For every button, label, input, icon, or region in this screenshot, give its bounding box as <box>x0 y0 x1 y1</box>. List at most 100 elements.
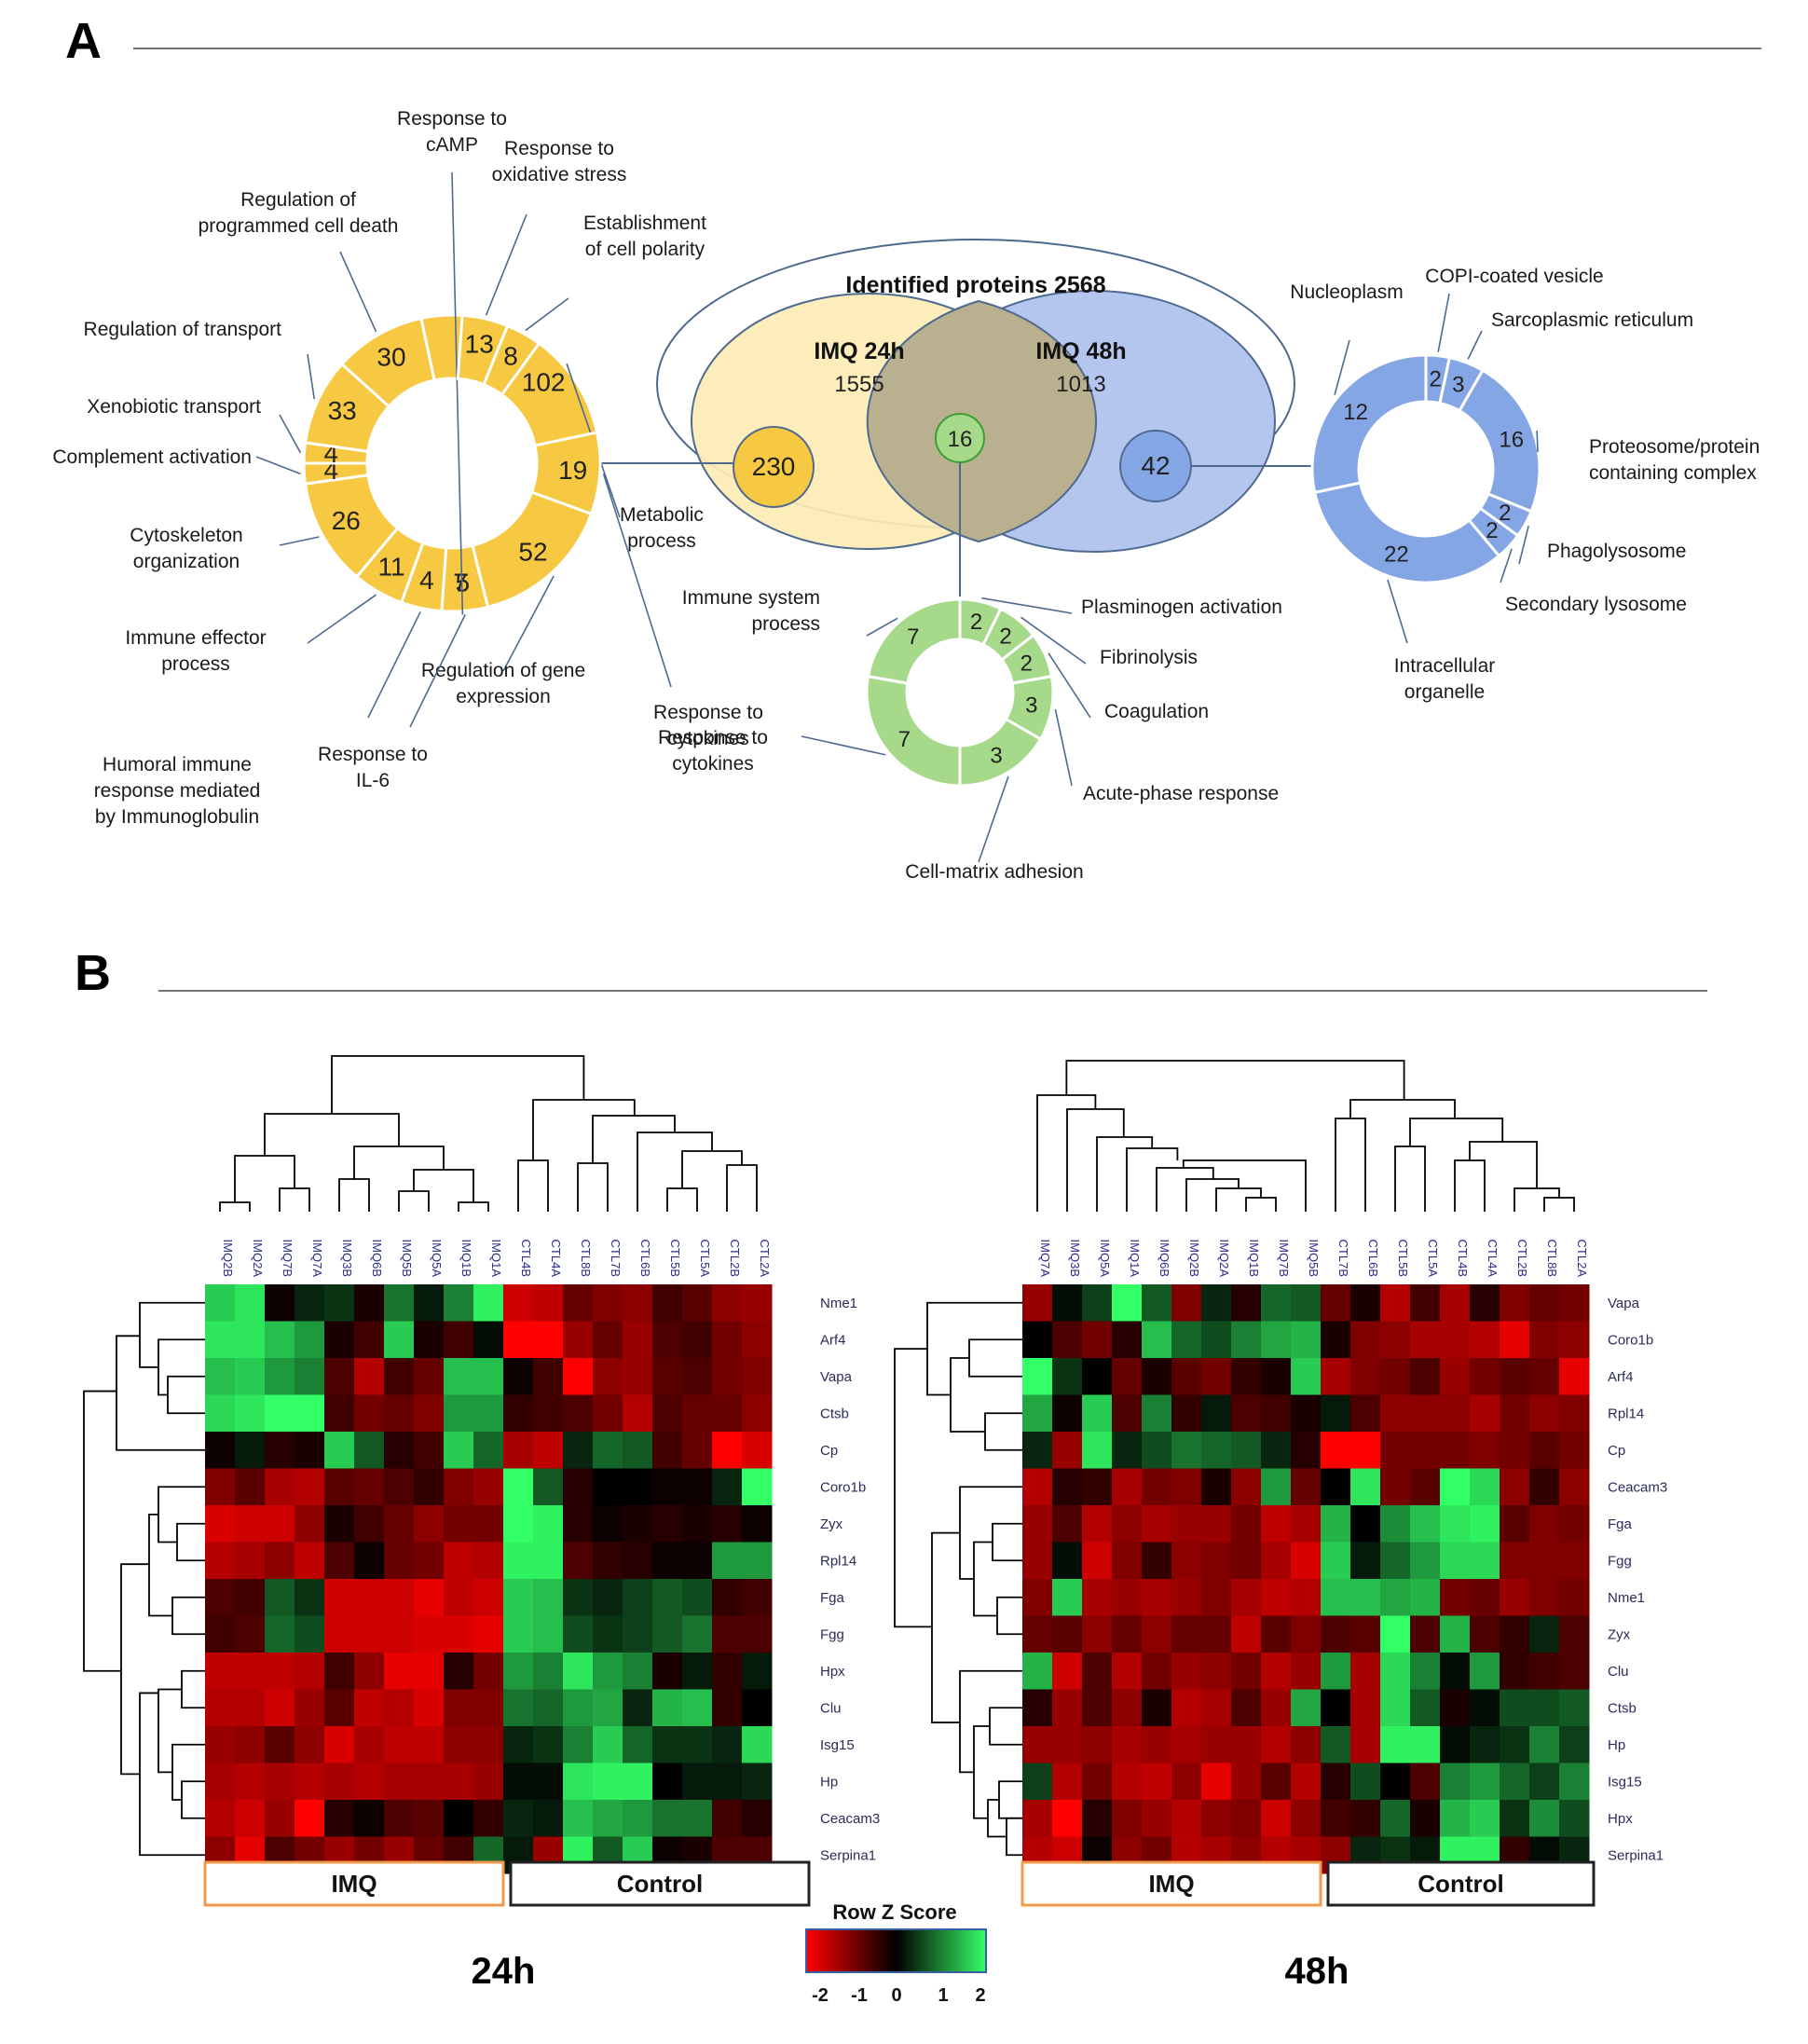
heatmap-cell <box>205 1505 236 1543</box>
heatmap-cell <box>354 1284 385 1322</box>
heatmap-cell <box>1231 1394 1262 1433</box>
heatmap-cell <box>384 1505 415 1543</box>
heatmap-cell <box>682 1432 713 1469</box>
heatmap-cell <box>1261 1579 1292 1616</box>
heatmap-cell <box>682 1505 713 1543</box>
yellow_ring-segment-value: 13 <box>465 329 494 358</box>
heatmap-column-label: CTL5B <box>1396 1240 1410 1277</box>
group-label-imq: IMQ <box>331 1870 377 1898</box>
heatmap-cell <box>1231 1358 1262 1395</box>
heatmap-column-label: IMQ1A <box>1128 1240 1142 1278</box>
heatmap-cell <box>1261 1542 1292 1580</box>
heatmap-column-label: CTL4A <box>1486 1240 1500 1278</box>
heatmap-row-label: Vapa <box>820 1369 853 1385</box>
heatmap-cell <box>1410 1358 1441 1395</box>
venn-diagram: Identified proteins 2568 IMQ 24h 1555 IM… <box>656 239 1295 553</box>
column-dendrogram-branch <box>1349 1099 1456 1118</box>
heatmap-cell <box>1380 1726 1411 1763</box>
heatmap-cell <box>1529 1394 1560 1433</box>
heatmap-cell <box>1500 1394 1530 1433</box>
heatmap-row-label: Nme1 <box>1608 1590 1645 1606</box>
heatmap-cell <box>1350 1542 1381 1580</box>
heatmap-cell <box>1470 1653 1500 1690</box>
heatmap-cell <box>623 1394 653 1433</box>
heatmap-cell <box>623 1615 653 1653</box>
heatmap-cell <box>742 1505 773 1543</box>
heatmap-cell <box>444 1763 474 1801</box>
heatmap-cell <box>593 1542 623 1580</box>
heatmap-cell <box>1261 1689 1292 1727</box>
heatmap-cell <box>444 1615 474 1653</box>
heatmap-cell <box>354 1763 385 1801</box>
column-dendrogram-branch <box>1066 1108 1125 1212</box>
heatmap-cell <box>652 1468 683 1506</box>
heatmap-column-label: CTL8B <box>1545 1240 1559 1277</box>
heatmap-cell <box>1470 1284 1500 1322</box>
heatmap-cell <box>503 1432 534 1469</box>
heatmap-cell <box>1231 1800 1262 1837</box>
heatmap-cell <box>1380 1284 1411 1322</box>
heatmap-cell <box>1500 1468 1530 1506</box>
heatmap-cell <box>265 1689 295 1727</box>
heatmap-cell <box>324 1763 355 1801</box>
heatmap-row-label: Serpina1 <box>820 1847 876 1863</box>
heatmap-cell <box>1410 1284 1441 1322</box>
heatmap-cell <box>1559 1615 1590 1653</box>
heatmap-cell <box>1500 1432 1530 1469</box>
heatmap-cell <box>1231 1763 1262 1801</box>
heatmap-cell <box>1440 1394 1471 1433</box>
heatmap-cell <box>1529 1615 1560 1653</box>
heatmap-cell <box>652 1284 683 1322</box>
heatmap-cell <box>1321 1505 1351 1543</box>
heatmap-cell <box>1112 1432 1143 1469</box>
heatmap-cell <box>593 1505 623 1543</box>
heatmap-cell <box>205 1726 236 1763</box>
heatmap-cell <box>593 1689 623 1727</box>
heatmap-cell <box>533 1432 564 1469</box>
heatmap-cell <box>444 1542 474 1580</box>
heatmap-cell <box>1470 1394 1500 1433</box>
heatmap-cell <box>1321 1653 1351 1690</box>
heatmap-cell <box>1261 1726 1292 1763</box>
column-dendrogram-branch <box>458 1201 489 1212</box>
heatmap-cell <box>265 1468 295 1506</box>
heatmap-cell <box>1529 1468 1560 1506</box>
heatmap-cell <box>1112 1726 1143 1763</box>
heatmap-cell <box>1082 1432 1113 1469</box>
heatmap-cell <box>1410 1505 1441 1543</box>
heatmap-cell <box>205 1615 236 1653</box>
heatmap-row-label: Rpl14 <box>820 1553 856 1569</box>
heatmap-cell <box>533 1284 564 1322</box>
row-dendrogram-branch <box>992 1522 1022 1562</box>
heatmap-cell <box>1082 1800 1113 1837</box>
heatmap-cell <box>205 1358 236 1395</box>
heatmap-cell <box>444 1468 474 1506</box>
heatmap-cell <box>1201 1653 1232 1690</box>
heatmap-column-label: CTL8B <box>579 1240 593 1277</box>
heatmap-cell <box>1529 1321 1560 1359</box>
heatmap-cell <box>205 1542 236 1580</box>
heatmap-cell <box>444 1432 474 1469</box>
heatmap-cell <box>205 1653 236 1690</box>
heatmap-cell <box>1500 1579 1530 1616</box>
heatmap-cell <box>1231 1689 1262 1727</box>
heatmap-cell <box>1171 1394 1202 1433</box>
blue_ring-leader-line <box>1467 330 1483 360</box>
heatmap-cell <box>1112 1542 1143 1580</box>
heatmap-cell <box>205 1394 236 1433</box>
heatmap-cell <box>1261 1763 1292 1801</box>
heatmap-cell <box>1321 1542 1351 1580</box>
heatmap-cell <box>1052 1542 1083 1580</box>
heatmap-cell <box>354 1653 385 1690</box>
heatmap-cell <box>354 1358 385 1395</box>
heatmap-cell <box>1470 1358 1500 1395</box>
heatmap-cell <box>1171 1284 1202 1322</box>
heatmap-cell <box>1321 1394 1351 1433</box>
heatmap-cell <box>593 1615 623 1653</box>
green_ring-leader-line <box>1020 616 1087 665</box>
heatmap-cell <box>623 1689 653 1727</box>
